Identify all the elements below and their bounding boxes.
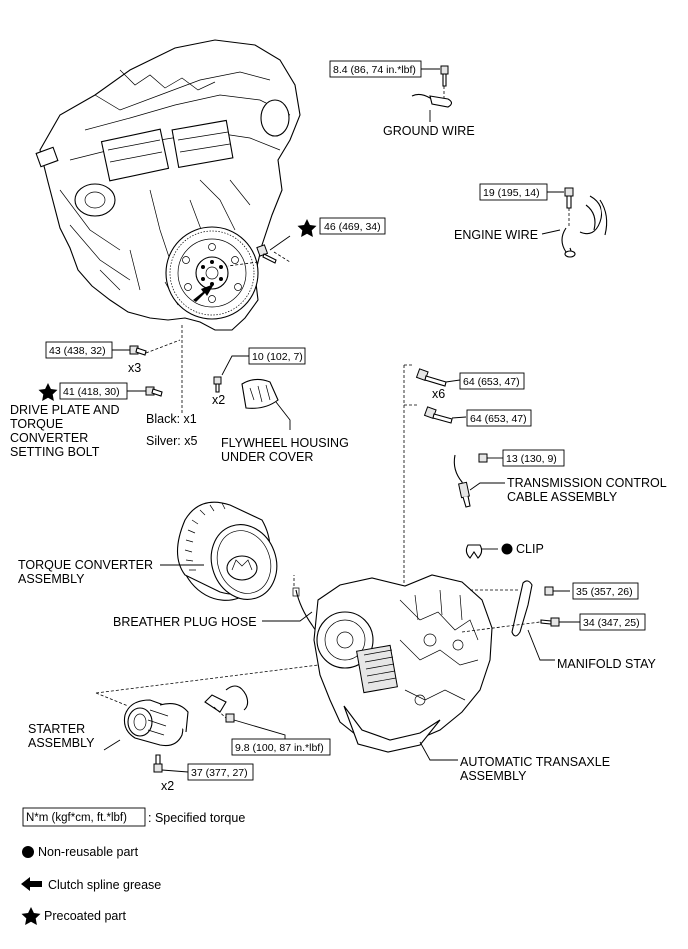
starter-cable-illustration bbox=[204, 685, 286, 740]
starter-illustration bbox=[95, 664, 319, 773]
label-torque-converter-2: ASSEMBLY bbox=[18, 572, 85, 586]
label-drive-plate-4: SETTING BOLT bbox=[10, 445, 100, 459]
label-black-qty: Black: x1 bbox=[146, 412, 197, 426]
torque-64a: 64 (653, 47) bbox=[463, 376, 520, 388]
engine-illustration bbox=[35, 39, 301, 331]
label-drive-plate-2: TORQUE bbox=[10, 417, 63, 431]
flywheel-housing-cover-illustration bbox=[213, 355, 291, 430]
label-flywheel-1: FLYWHEEL HOUSING bbox=[221, 436, 349, 450]
engine-wire-illustration bbox=[541, 187, 608, 258]
transaxle-illustration bbox=[313, 574, 541, 761]
label-starter-1: STARTER bbox=[28, 722, 85, 736]
torque-engine-wire: 19 (195, 14) bbox=[483, 187, 540, 199]
torque-box-46 bbox=[319, 217, 386, 235]
label-manifold-stay: MANIFOLD STAY bbox=[557, 657, 657, 671]
torque-98: 9.8 (100, 87 in.*lbf) bbox=[235, 742, 324, 754]
bolt-43 bbox=[112, 339, 181, 356]
torque-ground: 8.4 (86, 74 in.*lbf) bbox=[333, 64, 416, 76]
label-engine-wire: ENGINE WIRE bbox=[454, 228, 538, 242]
legend-precoated-star-icon bbox=[21, 907, 41, 925]
torque-box-64b bbox=[466, 409, 532, 427]
legend-unit-format: N*m (kgf*cm, ft.*lbf) bbox=[26, 812, 127, 824]
label-trans-cable-2: CABLE ASSEMBLY bbox=[507, 490, 618, 504]
torque-box-64a bbox=[459, 372, 525, 390]
label-drive-plate-1: DRIVE PLATE AND bbox=[10, 403, 120, 417]
qty-64: x6 bbox=[432, 387, 445, 401]
torque-box-35 bbox=[572, 582, 639, 600]
torque-box-37 bbox=[187, 763, 254, 781]
bolt-41 bbox=[127, 325, 183, 415]
label-transaxle-1: AUTOMATIC TRANSAXLE bbox=[460, 755, 610, 769]
non-reusable-icon-clip bbox=[501, 543, 513, 555]
label-starter-2: ASSEMBLY bbox=[28, 736, 95, 750]
legend-unit-text: : Specified torque bbox=[148, 811, 245, 825]
torque-34: 34 (347, 25) bbox=[583, 617, 640, 629]
legend-non-reusable: Non-reusable part bbox=[38, 845, 139, 859]
legend-grease: Clutch spline grease bbox=[48, 878, 161, 892]
qty-43: x3 bbox=[128, 361, 141, 375]
precoated-star-icon-41 bbox=[38, 383, 58, 401]
torque-46: 46 (469, 34) bbox=[324, 221, 381, 233]
label-silver-qty: Silver: x5 bbox=[146, 434, 197, 448]
bolt-46 bbox=[227, 235, 291, 267]
transmission-cable-illustration bbox=[453, 453, 505, 508]
clip-illustration bbox=[465, 544, 483, 559]
label-torque-converter-1: TORQUE CONVERTER bbox=[18, 558, 153, 572]
label-flywheel-2: UNDER COVER bbox=[221, 450, 313, 464]
label-transaxle-2: ASSEMBLY bbox=[460, 769, 527, 783]
torque-converter-illustration bbox=[160, 501, 278, 601]
torque-box-98 bbox=[231, 738, 331, 756]
torque-35: 35 (357, 26) bbox=[576, 586, 633, 598]
legend-non-reusable-icon bbox=[22, 846, 34, 858]
qty-37: x2 bbox=[161, 779, 174, 793]
label-breather-hose: BREATHER PLUG HOSE bbox=[113, 615, 257, 629]
ground-wire-illustration bbox=[411, 65, 453, 122]
qty-10: x2 bbox=[212, 393, 225, 407]
precoated-star-icon-46 bbox=[297, 219, 317, 237]
legend-unit-box bbox=[22, 807, 146, 827]
torque-41: 41 (418, 30) bbox=[63, 386, 120, 398]
label-clip: CLIP bbox=[516, 542, 544, 556]
torque-10: 10 (102, 7) bbox=[252, 351, 303, 363]
torque-box-34 bbox=[579, 613, 646, 631]
legend-grease-left-arrow-icon bbox=[21, 877, 42, 891]
torque-37: 37 (377, 27) bbox=[191, 767, 248, 779]
torque-43: 43 (438, 32) bbox=[49, 345, 106, 357]
label-trans-cable-1: TRANSMISSION CONTROL bbox=[507, 476, 667, 490]
torque-64b: 64 (653, 47) bbox=[470, 413, 527, 425]
label-ground-wire: GROUND WIRE bbox=[383, 124, 475, 138]
manifold-stay-illustration bbox=[511, 580, 580, 661]
legend-precoated: Precoated part bbox=[44, 909, 127, 923]
label-drive-plate-3: CONVERTER bbox=[10, 431, 88, 445]
torque-13: 13 (130, 9) bbox=[506, 453, 557, 465]
bolt-64-group bbox=[403, 364, 467, 585]
